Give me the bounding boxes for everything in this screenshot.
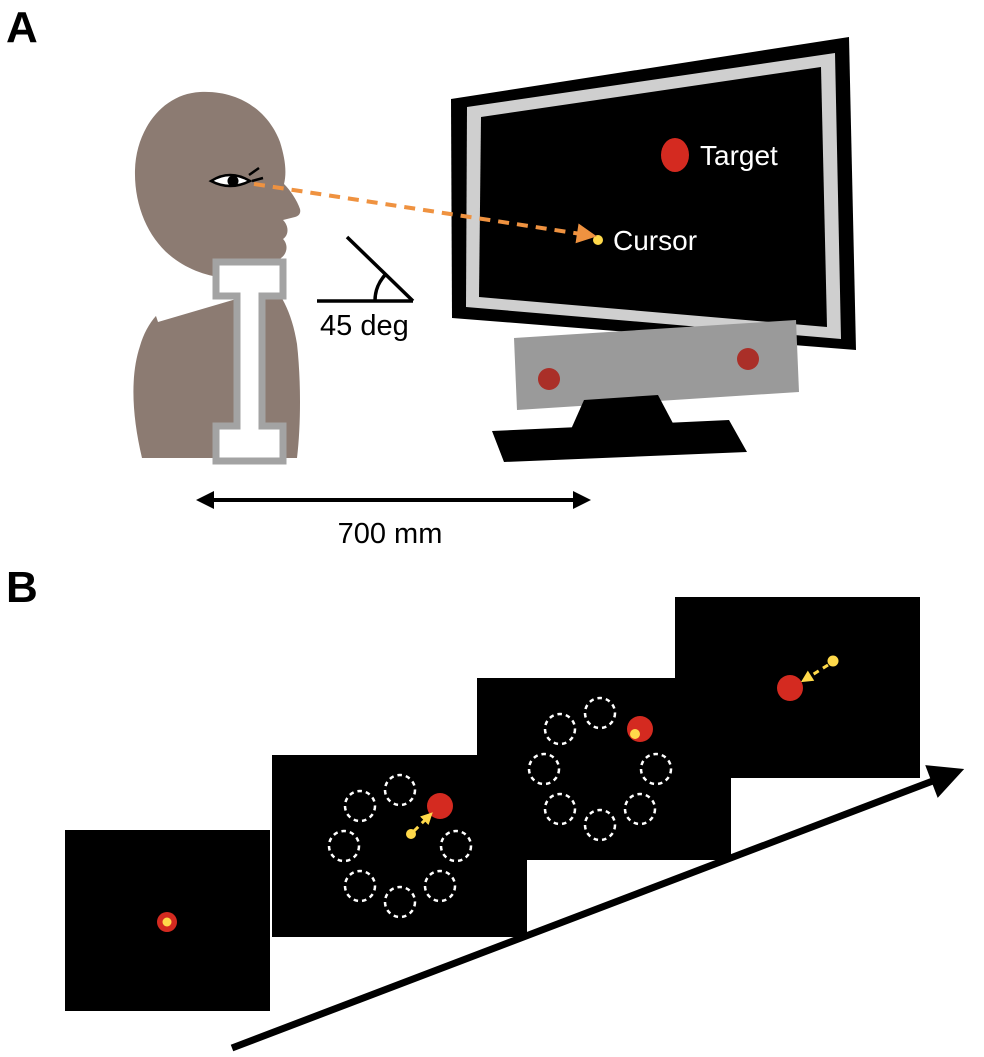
panel-a: A Target [6,3,856,550]
sensor-led-left [538,368,560,390]
cursor-label: Cursor [613,225,697,256]
distance-label: 700 mm [338,518,443,550]
placeholder-circle [423,869,457,903]
cursor-dot [406,829,416,839]
start-cursor-dot [162,917,172,927]
distance-marker: 700 mm [196,491,591,550]
sensor-led-right [737,348,759,370]
target-dot [661,138,689,172]
cursor-movement-arrow [412,812,433,833]
target-dot [777,675,803,701]
placeholder-circle [343,869,377,903]
monitor: Target Cursor [451,37,856,462]
chinrest [212,258,287,465]
angle-label: 45 deg [320,310,409,342]
target-label: Target [700,140,778,171]
trial-screen-1 [65,830,270,1011]
cursor-dot [630,729,640,739]
monitor-stand-base [492,420,747,462]
placeholder-circle [383,773,417,807]
placeholder-circle [327,829,361,863]
cursor-dot [593,235,603,245]
placeholder-circle [639,752,673,786]
placeholder-circle [343,789,377,823]
gaze-arrow [253,182,597,244]
angle-marker: 45 deg [317,235,415,342]
target-dot [427,793,453,819]
person-silhouette [133,91,301,465]
cursor-movement-arrow [800,663,829,683]
eyelash-upper [248,166,260,177]
timeline-arrow [230,765,965,1052]
eye-icon [208,166,264,188]
placeholder-circle [543,792,577,826]
cursor-dot [827,655,839,667]
placeholder-circle [527,752,561,786]
placeholder-circle [623,792,657,826]
pupil [227,175,239,187]
sensor-bar [514,320,799,410]
angle-arc [373,272,388,302]
trial-screen-4 [675,597,920,778]
angle-hypotenuse-line [345,235,415,303]
placeholder-circle [583,808,617,842]
monitor-screen [479,67,827,327]
panel-b: B [6,563,965,1052]
eyelash-lower [251,176,264,183]
placeholder-circle [439,829,473,863]
placeholder-circle [583,696,617,730]
placeholder-circle [543,712,577,746]
panel-b-label: B [6,563,38,612]
target-dot [627,716,653,742]
panel-a-label: A [6,3,38,52]
placeholder-circle [383,885,417,919]
